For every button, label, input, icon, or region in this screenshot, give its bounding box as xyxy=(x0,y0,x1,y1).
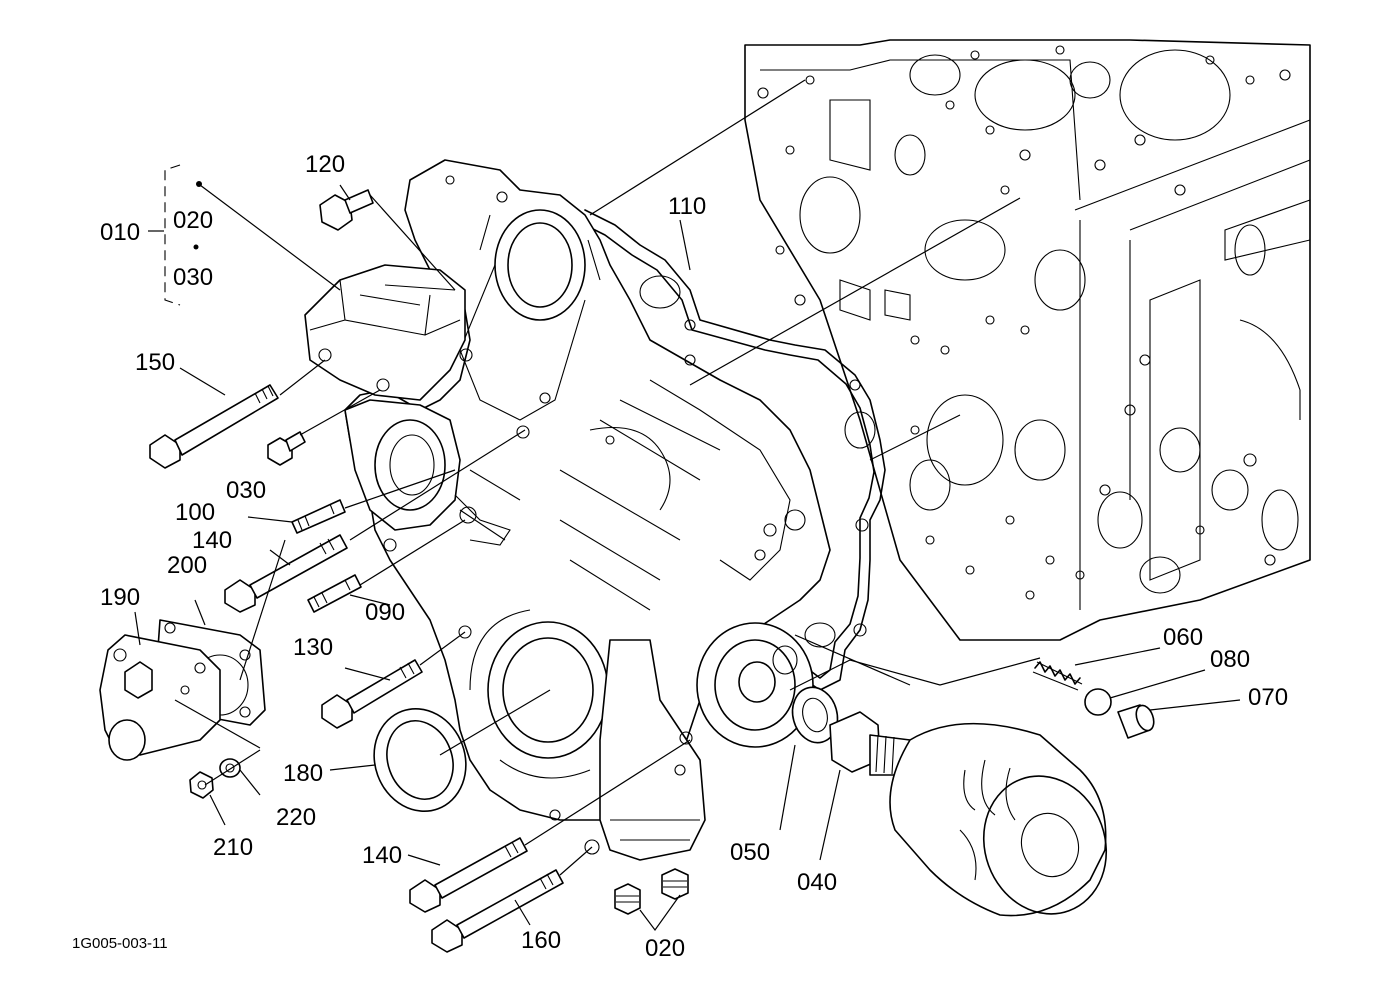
bolt-160 xyxy=(431,869,564,953)
assembly-bracket xyxy=(164,164,181,306)
callout-160: 160 xyxy=(521,927,561,954)
washer-220 xyxy=(219,758,241,778)
bolt-030 xyxy=(267,431,306,466)
bolt-130 xyxy=(321,659,423,729)
callout-050: 050 xyxy=(730,839,770,866)
bolt-150 xyxy=(149,384,279,469)
oil-filter xyxy=(889,722,1108,917)
bolt-120 xyxy=(319,189,374,231)
callout-120: 120 xyxy=(305,151,345,178)
nut-210 xyxy=(189,771,214,799)
callout-200: 200 xyxy=(167,552,207,579)
o-ring-050 xyxy=(791,686,839,744)
callout-070: 070 xyxy=(1248,684,1288,711)
plug-020-left xyxy=(614,883,641,915)
callout-020-top: 020 xyxy=(173,207,213,234)
bolt-140-upper xyxy=(224,534,348,613)
callout-130: 130 xyxy=(293,634,333,661)
callout-140-lower: 140 xyxy=(362,842,402,869)
callout-030-top: 030 xyxy=(173,264,213,291)
callout-220: 220 xyxy=(276,804,316,831)
callout-030: 030 xyxy=(226,477,266,504)
callout-010: 010 xyxy=(100,219,140,246)
callout-040: 040 xyxy=(797,869,837,896)
spring-060 xyxy=(1032,661,1083,691)
cover-190 xyxy=(99,634,221,761)
callout-020-bottom: 020 xyxy=(645,935,685,962)
callout-190: 190 xyxy=(100,584,140,611)
callout-090: 090 xyxy=(365,599,405,626)
callout-210: 210 xyxy=(213,834,253,861)
engine-block xyxy=(744,39,1311,641)
callout-labels: 010 020 030 120 110 150 030 100 140 200 … xyxy=(72,151,1288,962)
callout-110: 110 xyxy=(668,193,706,220)
bolt-140-lower xyxy=(409,837,528,913)
separator-dot xyxy=(193,244,199,250)
callout-080: 080 xyxy=(1210,646,1250,673)
callout-180: 180 xyxy=(283,760,323,787)
ball-080 xyxy=(1084,688,1112,716)
drawing-code: 1G005-003-11 xyxy=(72,935,168,952)
callout-100: 100 xyxy=(175,499,215,526)
stud-090 xyxy=(307,574,362,613)
leader-lines xyxy=(134,79,1241,932)
callout-060: 060 xyxy=(1163,624,1203,651)
stud-100 xyxy=(291,499,346,534)
plug-070 xyxy=(1117,704,1155,739)
callout-140-upper: 140 xyxy=(192,527,232,554)
callout-150: 150 xyxy=(135,349,175,376)
plug-020-right xyxy=(661,868,689,900)
